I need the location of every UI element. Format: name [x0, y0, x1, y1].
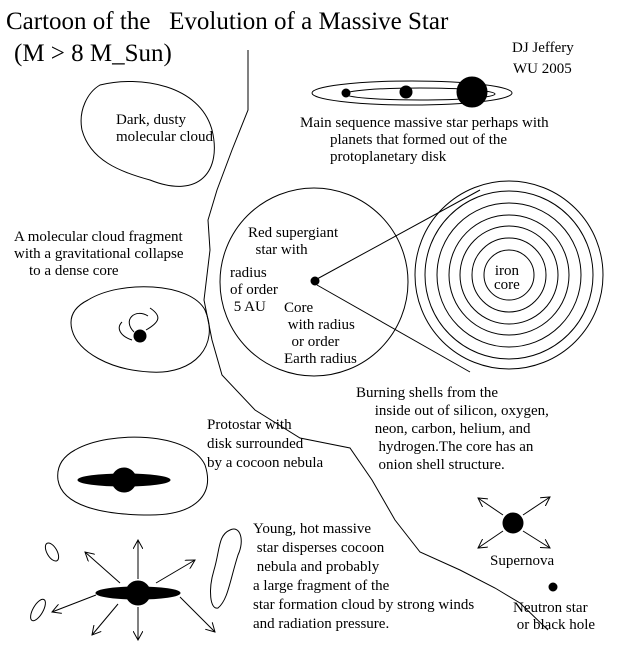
protostar — [57, 436, 209, 516]
core-label: Core with radius or order Earth radius — [284, 300, 357, 367]
fragment-collapse — [70, 286, 210, 373]
fragment-label: A molecular cloud fragment with a gravit… — [14, 229, 184, 279]
iron-core-label: iron core — [494, 263, 520, 293]
author-affil: WU 2005 — [513, 61, 572, 77]
author-name: DJ Jeffery — [512, 40, 574, 56]
young-star — [30, 528, 242, 640]
radius-label: radius of order 5 AU — [230, 265, 278, 315]
onion-shells — [414, 180, 604, 370]
shells-label: Burning shells from the inside out of si… — [356, 385, 549, 473]
main-sequence-system — [311, 76, 513, 108]
supernova — [478, 497, 550, 548]
supergiant-label: Red supergiant star with — [248, 225, 339, 258]
divider-line — [203, 50, 549, 631]
molecular-cloud — [80, 80, 215, 187]
young-star-label: Young, hot massive star disperses cocoon… — [253, 521, 475, 632]
neutron-star — [548, 582, 558, 592]
protostar-label: Protostar with disk surrounded by a coco… — [207, 417, 324, 471]
main-sequence-label: Main sequence massive star perhaps with … — [300, 115, 549, 165]
remnant-label: Neutron star or black hole — [513, 600, 596, 633]
supernova-label: Supernova — [490, 553, 555, 569]
cloud-label: Dark, dusty molecular cloud — [116, 112, 214, 145]
title-line1: Cartoon of the Evolution of a Massive St… — [6, 8, 449, 35]
red-supergiant — [219, 187, 481, 377]
title-line2: (M > 8 M_Sun) — [14, 40, 172, 67]
